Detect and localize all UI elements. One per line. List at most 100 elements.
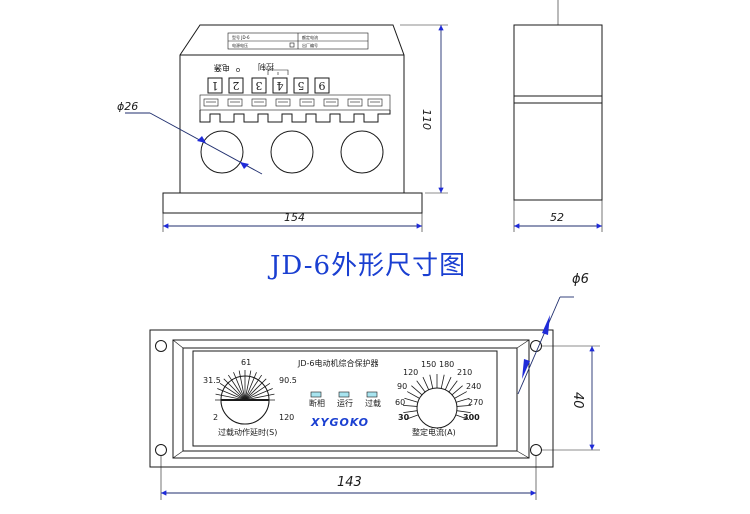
brand-logo: XYGOKO xyxy=(310,416,369,429)
time-tick: 2 xyxy=(213,413,218,422)
dial-tick-mark xyxy=(223,378,246,401)
dim-front-height-label: 40 xyxy=(570,392,585,409)
terminal-2: 2 xyxy=(233,79,240,92)
dial-tick-mark xyxy=(244,378,267,401)
dial-tick-mark xyxy=(244,393,275,401)
front-plate xyxy=(149,329,554,468)
ct-hole xyxy=(200,130,244,174)
dial-tick-mark xyxy=(215,393,246,401)
side-view: 52 xyxy=(513,0,603,232)
dim-hole-label: ϕ6 xyxy=(572,272,589,287)
dim-hole: ϕ6 xyxy=(517,272,589,395)
indicators: 断相 运行 过载 xyxy=(309,391,381,408)
dial-tick-mark xyxy=(454,391,467,399)
dial-tick-mark xyxy=(404,414,419,421)
ct-hole xyxy=(340,130,384,174)
dial-tick-mark xyxy=(403,404,418,407)
dim-diameter: ϕ26 xyxy=(117,100,263,175)
time-dial: 2 31.5 61 90.5 120 过载动作延时(S) xyxy=(203,358,297,437)
current-tick: 270 xyxy=(468,398,483,407)
label-plate-text: 电源电压 xyxy=(232,42,248,48)
panel-title: JD-6电动机综合保护器 xyxy=(297,358,379,368)
label-plate: 型号 JD-6 额定电流 电源电压 出厂编号 xyxy=(227,32,369,50)
label-plate-text: 额定电流 xyxy=(302,34,318,40)
dim-height: 110 xyxy=(400,24,448,194)
dial-tick-mark xyxy=(228,374,246,401)
dial-tick-mark xyxy=(422,376,430,390)
terminal-3: 3 xyxy=(256,79,263,92)
dial-tick-mark xyxy=(444,376,452,390)
dial-tick-mark xyxy=(244,372,257,401)
front-panel xyxy=(192,350,498,447)
dial-tick-mark xyxy=(455,414,470,421)
dial-tick-mark xyxy=(244,374,262,401)
dim-side-width: 52 xyxy=(513,200,603,232)
current-tick: 300 xyxy=(463,413,480,422)
label-plate-text: 型号 JD-6 xyxy=(232,34,250,40)
indicator-label: 过载 xyxy=(365,398,381,408)
dial-tick-mark xyxy=(217,388,246,401)
indicator-label: 断相 xyxy=(309,398,325,408)
side-view-body xyxy=(513,24,603,201)
dial-tick-mark xyxy=(403,410,418,413)
control-label: 控制 xyxy=(258,62,274,72)
dim-width: 154 xyxy=(162,211,423,232)
time-tick: 61 xyxy=(241,358,251,367)
dial-tick-mark xyxy=(244,370,252,401)
led-running xyxy=(338,391,350,398)
current-tick: 240 xyxy=(466,382,481,391)
dial-tick-mark xyxy=(411,385,423,396)
current-tick: 150 xyxy=(421,360,436,369)
dim-side-width-label: 52 xyxy=(550,211,564,224)
front-view: JD-6电动机综合保护器 2 31.5 61 90.5 120 过载动作延时(S… xyxy=(149,272,600,500)
terminal-1: 1 xyxy=(212,79,219,92)
dial-tick-mark xyxy=(219,383,246,401)
dim-front-height: 40 xyxy=(541,345,600,451)
dial-tick-mark xyxy=(244,383,271,401)
top-view-body xyxy=(179,24,405,194)
current-tick: 60 xyxy=(395,398,405,407)
terminal-5: 5 xyxy=(298,79,305,92)
label-plate-text: 出厂编号 xyxy=(302,42,318,48)
terminal-6: 6 xyxy=(319,80,326,93)
current-dial-caption: 整定电流(A) xyxy=(412,427,456,437)
dial-tick-mark xyxy=(456,410,471,413)
current-tick: 210 xyxy=(457,368,472,377)
time-tick: 120 xyxy=(279,413,294,422)
time-tick: 90.5 xyxy=(279,376,297,385)
drawing-title: JD-6外形尺寸图 xyxy=(267,251,466,281)
dial-tick-mark xyxy=(456,404,471,407)
dial-tick-mark xyxy=(448,380,458,393)
terminal-4: 4 xyxy=(277,79,284,92)
dial-tick-mark xyxy=(233,372,246,401)
mount-hole xyxy=(530,444,542,456)
current-tick: 180 xyxy=(439,360,454,369)
dial-tick-mark xyxy=(244,388,273,401)
mount-hole xyxy=(155,444,167,456)
dial-tick-mark xyxy=(440,374,445,389)
dial-tick-mark xyxy=(404,397,418,403)
top-view-base xyxy=(162,192,423,214)
current-tick: 120 xyxy=(403,368,418,377)
dim-height-label: 110 xyxy=(420,109,433,130)
dim-diameter-label: ϕ26 xyxy=(117,100,138,113)
ct-hole xyxy=(270,130,314,174)
power-label: 电源 xyxy=(214,63,230,73)
dial-tick-mark xyxy=(407,391,420,399)
dial-tick-mark xyxy=(451,385,463,396)
dim-width-label: 154 xyxy=(284,211,305,224)
led-overload xyxy=(366,391,378,398)
mount-hole xyxy=(530,340,542,352)
dial-tick-mark xyxy=(238,370,246,401)
dial-tick-mark xyxy=(456,397,470,403)
time-tick: 31.5 xyxy=(203,376,221,385)
current-tick: 30 xyxy=(398,413,410,422)
indicator-label: 运行 xyxy=(337,398,353,408)
dim-front-width: 143 xyxy=(160,455,537,500)
current-dial: 30 60 90 120 150 180 210 240 270 300 整定电… xyxy=(395,360,483,437)
terminal-block xyxy=(199,94,391,123)
top-view: 型号 JD-6 额定电流 电源电压 出厂编号 电源 控制 1 2 3 4 5 6 xyxy=(117,24,448,232)
led-phase-loss xyxy=(310,391,322,398)
terminal-numbers: 1 2 3 4 5 6 xyxy=(207,77,330,94)
